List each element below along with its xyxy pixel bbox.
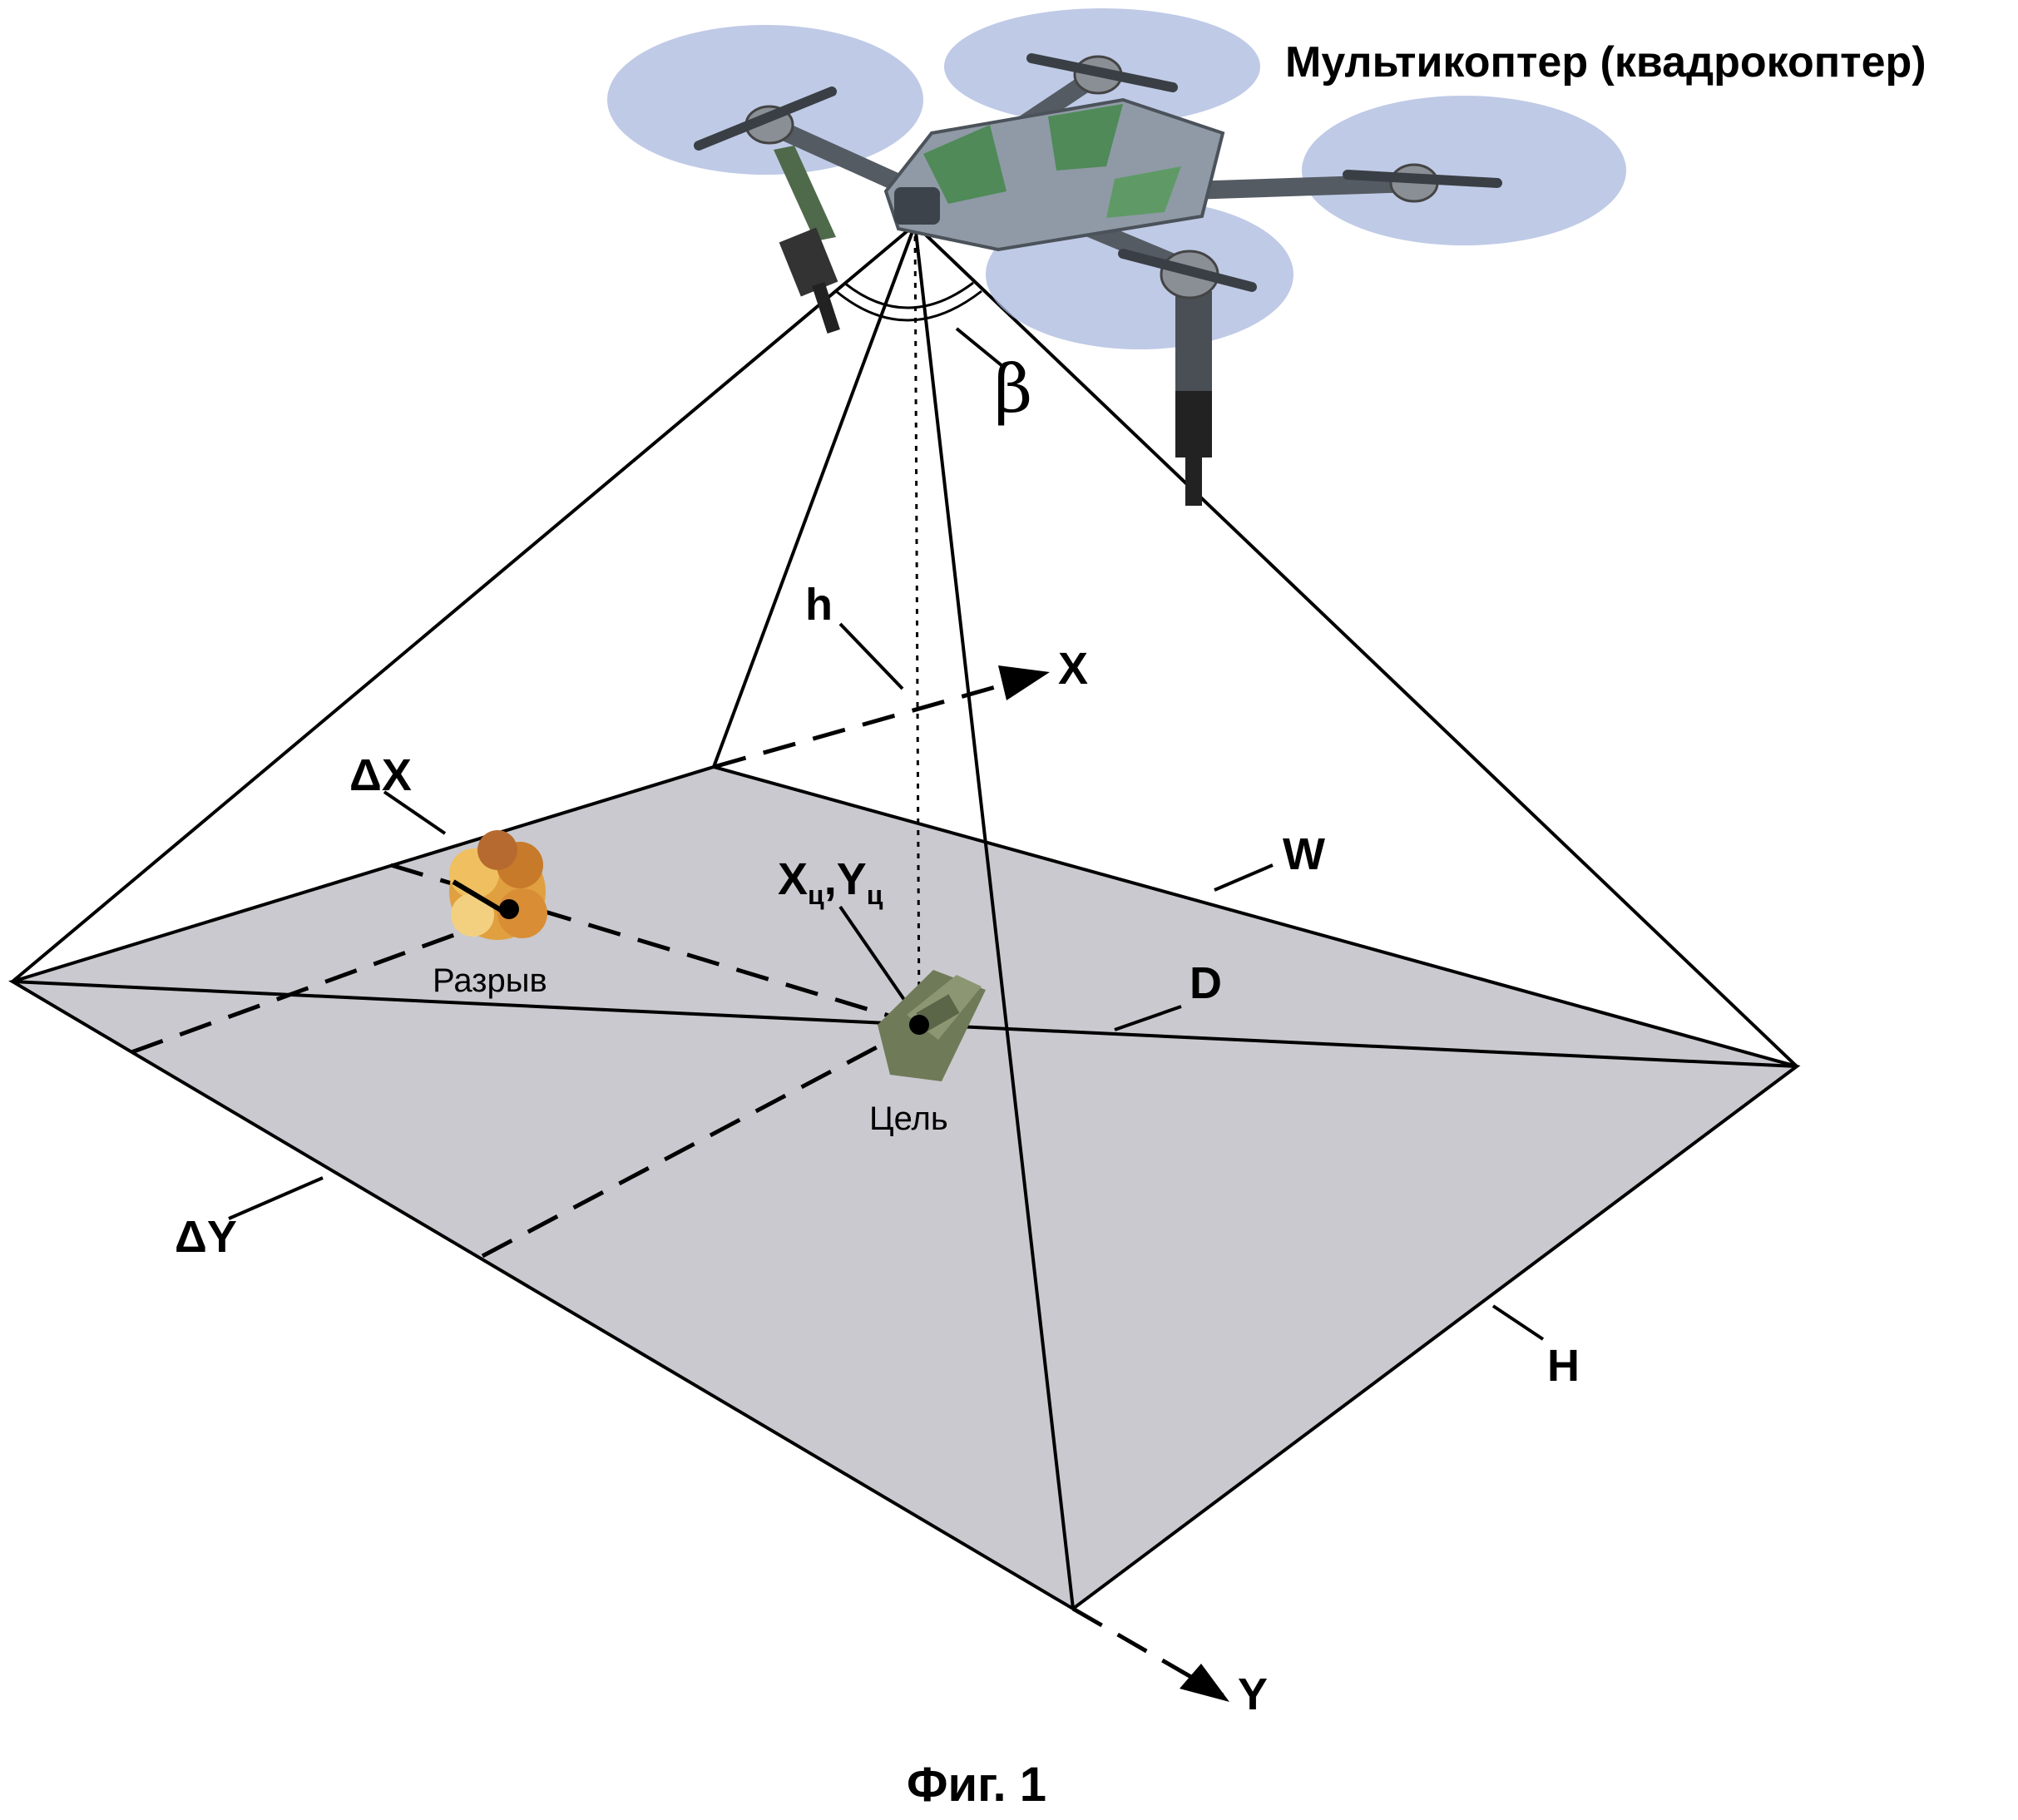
delta-y-label: ΔY [175, 1212, 237, 1262]
d-label: D [1190, 958, 1222, 1008]
w-label: W [1283, 829, 1325, 879]
quadcopter-drone [607, 8, 1626, 506]
beta-label: β [994, 350, 1032, 428]
field-of-view-lines [11, 223, 1798, 1610]
y-axis-arrowhead [1180, 1664, 1229, 1702]
delta-x-label: ΔX [349, 750, 412, 800]
drone-body-camo-3 [1106, 166, 1181, 218]
target-label: Цель [869, 1100, 948, 1137]
drone-camera [894, 187, 940, 225]
leader-lines [228, 327, 1545, 1341]
beta-angle-arc-outer [835, 289, 982, 322]
rotor-disc-right [1302, 96, 1626, 245]
rotor-disc-front-left [607, 25, 923, 175]
drone-landing-legs [774, 146, 1212, 506]
delta-y-dashed-line-burst [131, 912, 510, 1055]
y-axis-label: Y [1238, 1669, 1268, 1719]
h-side-label: H [1547, 1341, 1580, 1391]
drone-body-camo-2 [1048, 104, 1123, 171]
target-point [909, 1015, 929, 1035]
ground-plane [8, 764, 1801, 1611]
delta-x-dashed-line [390, 863, 920, 1027]
x-axis-dashed-line [713, 684, 999, 769]
drone-propellers [694, 53, 1502, 292]
target-coords-label: Xц,Yц [778, 854, 883, 910]
beta-angle-arc-inner [843, 281, 974, 309]
figure-caption: Фиг. 1 [907, 1758, 1046, 1812]
burst-point [499, 899, 519, 919]
x-axis-arrowhead [998, 665, 1050, 700]
drone-title-label: Мультикоптер (квадрокоптер) [1285, 38, 1926, 87]
drone-body-camo-1 [923, 125, 1007, 204]
burst-label: Разрыв [433, 962, 547, 999]
y-axis-dashed-line [1071, 1606, 1224, 1698]
x-axis-label: X [1058, 644, 1088, 694]
height-dotted-line [913, 224, 921, 1026]
delta-y-dashed-line-target [481, 1022, 921, 1259]
h-label: h [805, 580, 833, 630]
